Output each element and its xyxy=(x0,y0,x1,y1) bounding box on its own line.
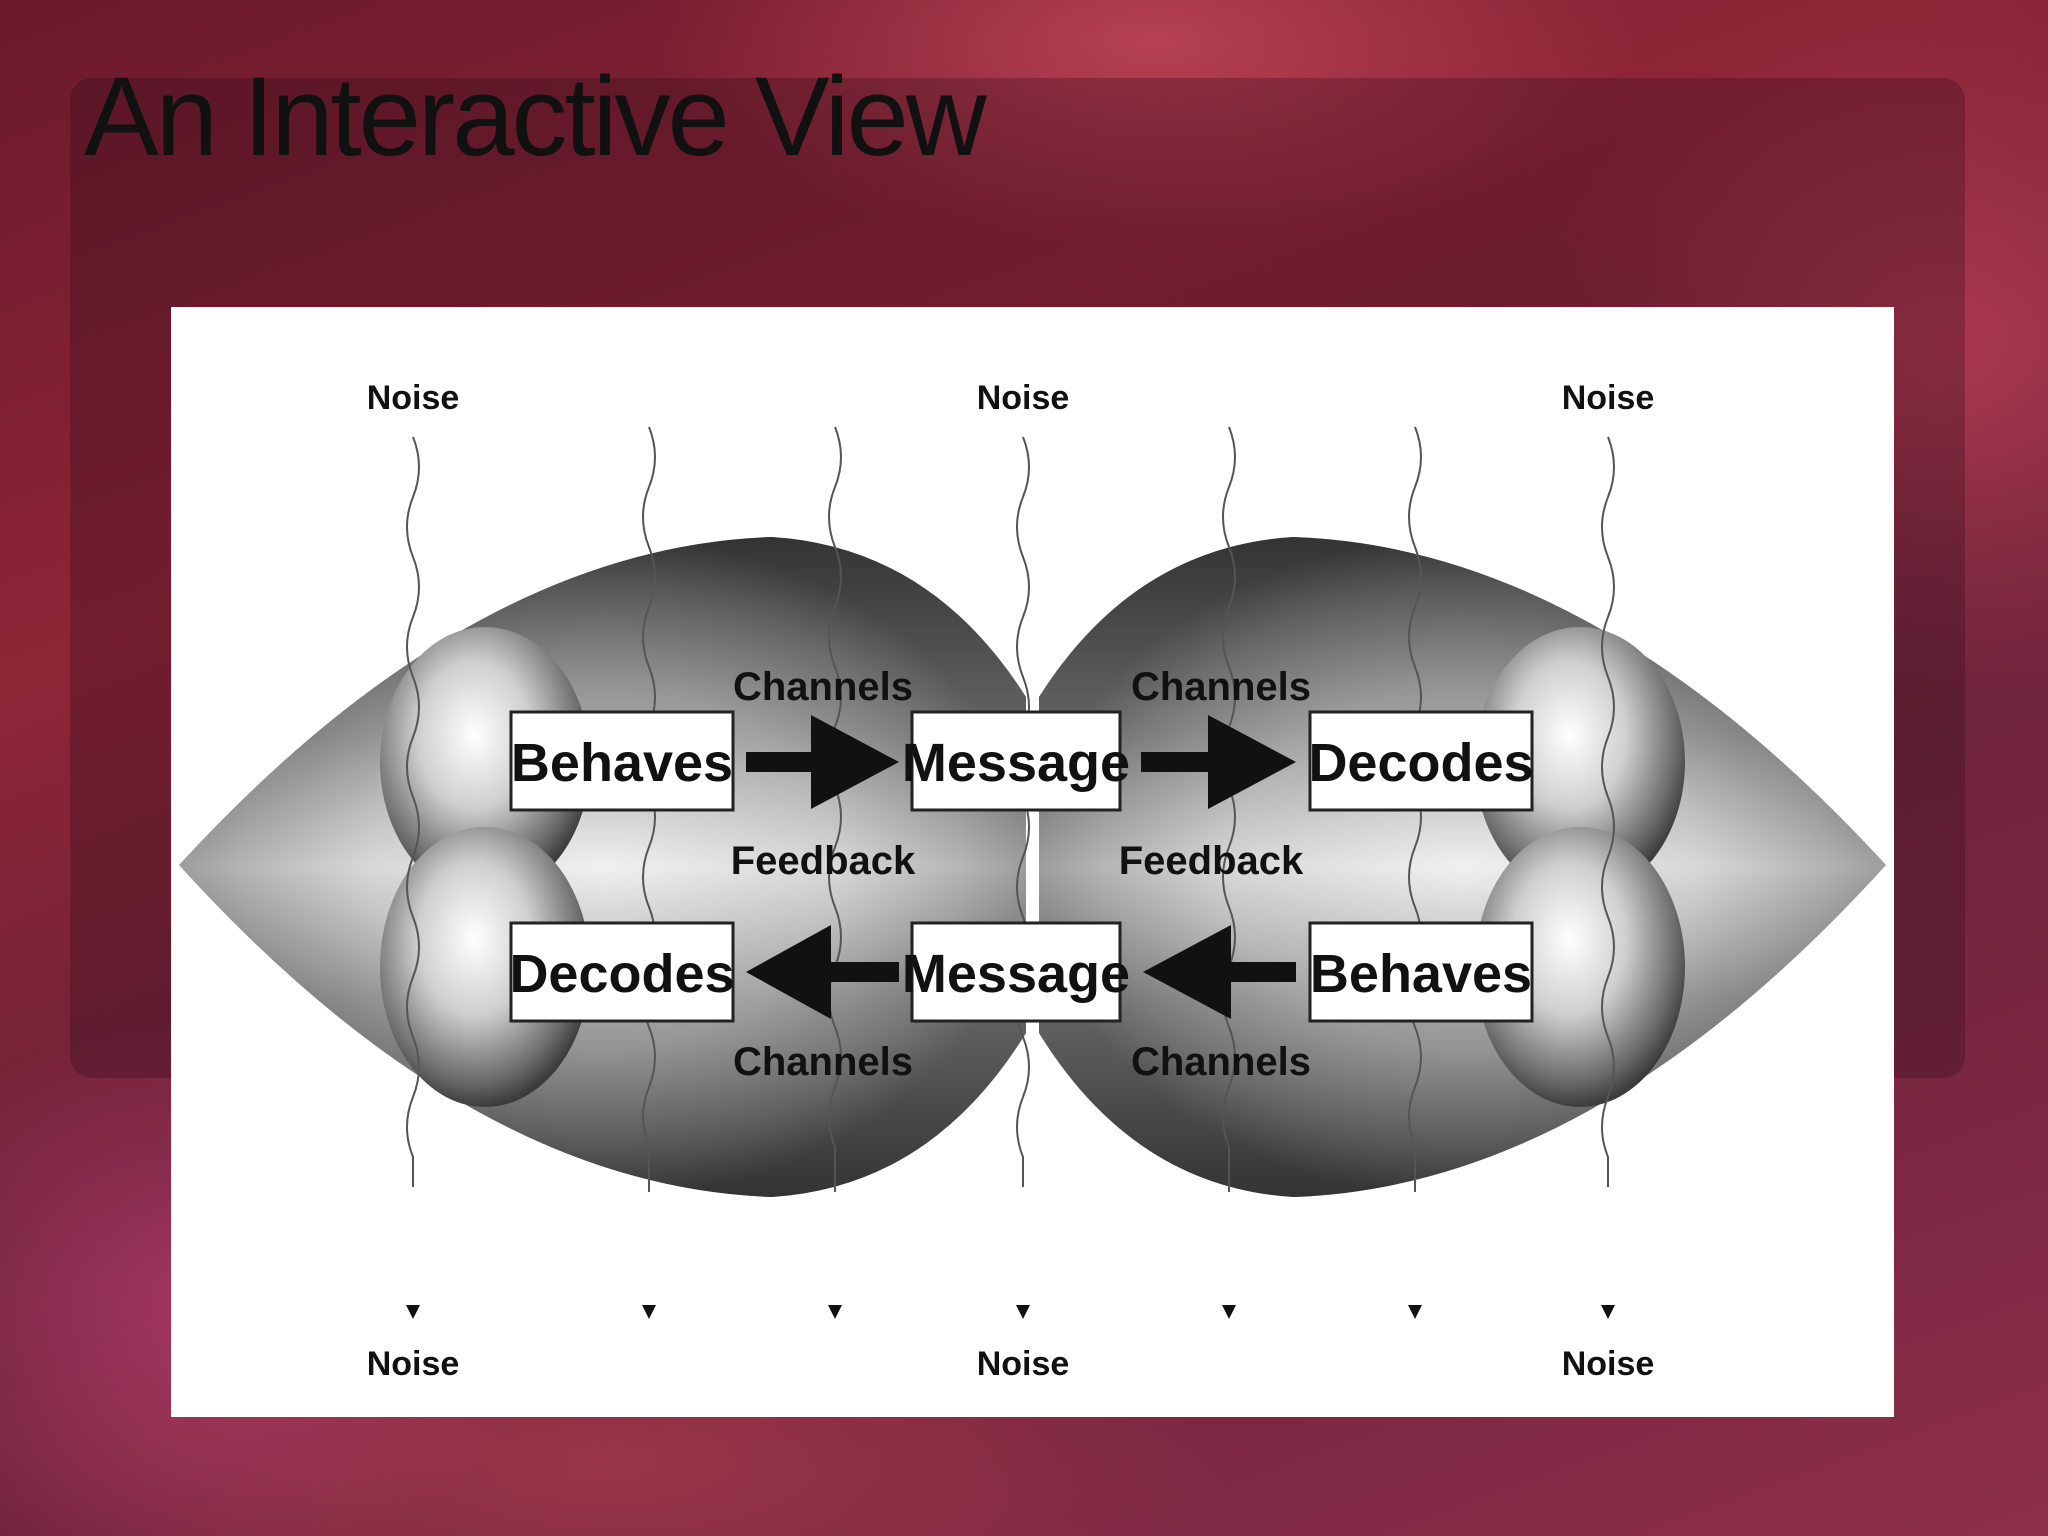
feedback-label-left: Feedback xyxy=(731,839,916,883)
arrows-right xyxy=(746,715,1296,809)
channels-label-top-left: Channels xyxy=(733,665,913,709)
noise-label-top-center: Noise xyxy=(977,379,1070,417)
box-label-message-bottom: Message xyxy=(902,944,1130,1004)
box-bottom-left: Decodes xyxy=(509,921,735,1023)
left-person-spheres xyxy=(380,627,590,1107)
diagram-svg: Noise Noise Noise Noise Noise Noise Beha… xyxy=(179,379,1886,1383)
noise-line-7 xyxy=(1601,436,1615,1187)
noise-arrowheads xyxy=(406,1305,1615,1319)
box-label-decodes-top: Decodes xyxy=(1308,733,1533,793)
box-top-right: Decodes xyxy=(1308,710,1534,812)
noise-line-1 xyxy=(406,436,420,1187)
noise-label-bottom-right: Noise xyxy=(1562,1345,1655,1383)
arrow-left-left xyxy=(746,925,899,1019)
right-lens xyxy=(1039,537,1886,1197)
noise-label-top-left: Noise xyxy=(367,379,460,417)
channels-label-top-right: Channels xyxy=(1131,665,1311,709)
noise-label-bottom-left: Noise xyxy=(367,1345,460,1383)
box-label-message-top: Message xyxy=(902,733,1130,793)
communication-diagram: Noise Noise Noise Noise Noise Noise Beha… xyxy=(171,307,1894,1417)
box-top-middle: Message xyxy=(902,710,1130,812)
box-label-decodes-bottom: Decodes xyxy=(509,944,734,1004)
box-bottom-middle: Message xyxy=(902,921,1130,1023)
arrows-left xyxy=(746,925,1296,1019)
left-lens xyxy=(179,537,1026,1197)
arrow-right-left xyxy=(746,715,899,809)
arrow-left-right xyxy=(1143,925,1296,1019)
noise-label-top-right: Noise xyxy=(1562,379,1655,417)
channels-label-bottom-left: Channels xyxy=(733,1040,913,1084)
slide-title: An Interactive View xyxy=(84,54,987,179)
right-person-spheres xyxy=(1475,627,1685,1107)
box-top-left: Behaves xyxy=(509,710,735,812)
noise-label-bottom-center: Noise xyxy=(977,1345,1070,1383)
channels-label-bottom-right: Channels xyxy=(1131,1040,1311,1084)
feedback-label-right: Feedback xyxy=(1119,839,1304,883)
box-label-behaves-bottom: Behaves xyxy=(1310,944,1532,1004)
box-label-behaves-top: Behaves xyxy=(511,733,733,793)
arrow-right-right xyxy=(1141,715,1296,809)
box-bottom-right: Behaves xyxy=(1308,921,1534,1023)
